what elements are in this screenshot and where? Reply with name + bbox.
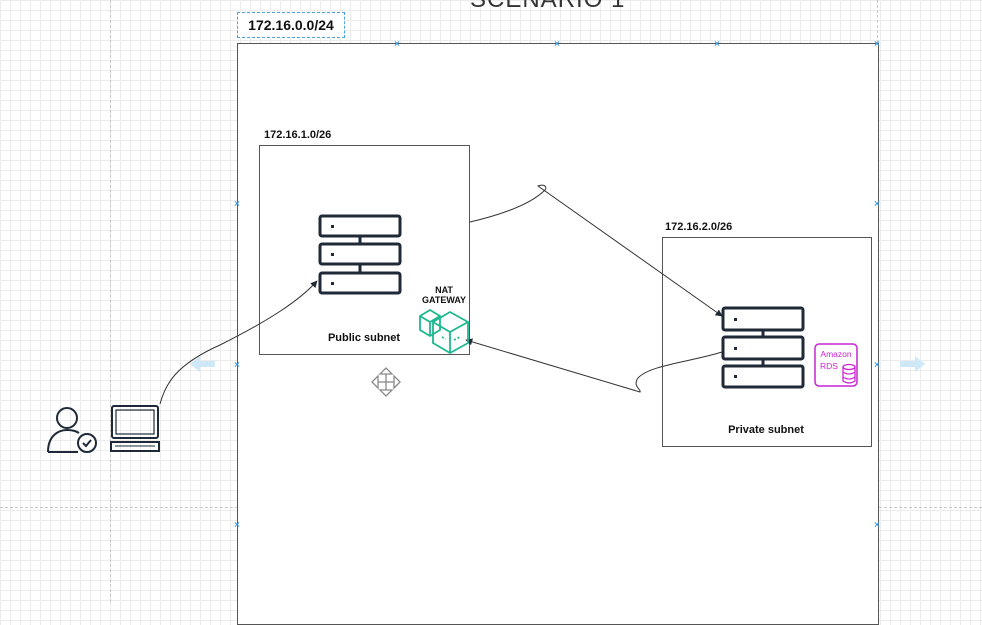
private-subnet-box[interactable] [662,237,872,447]
selection-handle[interactable] [234,200,240,206]
private-to-nat-connector[interactable] [465,338,723,393]
vpc-cidr-label[interactable]: 172.16.0.0/24 [237,12,345,38]
private-subnet-label[interactable]: Private subnet [728,424,804,436]
selection-handle[interactable] [874,361,880,367]
diagram-title[interactable]: SCENARIO 1 [470,0,625,14]
nat-gateway-label[interactable]: NAT GATEWAY [418,285,470,305]
private-server-icon[interactable] [721,306,805,389]
rds-label-line1: Amazon [820,349,851,359]
nat-gateway-label-line2: GATEWAY [421,295,466,305]
rds-label-line2: RDS [820,361,838,371]
public-subnet-label[interactable]: Public subnet [327,332,401,344]
rds-database-icon[interactable]: Amazon RDS [814,343,858,387]
selection-handle[interactable] [234,521,240,527]
nat-gateway-icon[interactable] [419,308,469,355]
user-check-icon[interactable] [47,407,97,453]
diagram-canvas: Amazon RDS [47,184,925,453]
selection-handle[interactable] [714,40,720,46]
selection-handle[interactable] [874,200,880,206]
user-to-server-connector[interactable] [159,280,318,405]
selection-handle[interactable] [234,361,240,367]
public-server-icon[interactable] [318,214,402,295]
move-handle-icon[interactable] [371,367,401,397]
computer-icon[interactable] [110,405,160,452]
public-to-private-connector[interactable] [469,184,723,317]
selection-handle[interactable] [874,521,880,527]
page-guide-left [110,0,111,602]
private-subnet-cidr[interactable]: 172.16.2.0/26 [665,221,733,233]
selection-handle[interactable] [394,40,400,46]
selection-handle[interactable] [554,40,560,46]
nat-gateway-label-line1: NAT [435,285,453,295]
selection-handle[interactable] [874,40,880,46]
hover-arrow-right-icon[interactable] [900,356,925,372]
hover-arrow-left-icon[interactable] [190,356,215,372]
public-subnet-cidr[interactable]: 172.16.1.0/26 [264,129,332,141]
